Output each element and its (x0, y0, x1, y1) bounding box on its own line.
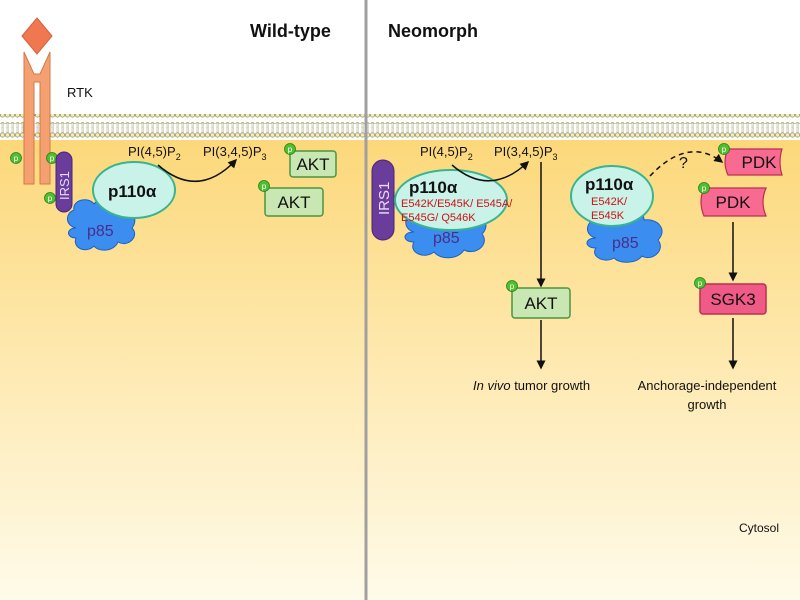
phospho-icon: p (698, 182, 710, 194)
svg-text:p: p (262, 182, 267, 191)
rtk-receptor (21, 17, 53, 185)
svg-text:p: p (510, 282, 515, 291)
pip3-label: PI(3,4,5)P3 (203, 144, 267, 162)
outcome-anchorage-line2: growth (687, 397, 726, 412)
cytosol-label: Cytosol (739, 521, 779, 535)
cell-membrane (0, 114, 800, 142)
svg-text:p: p (722, 145, 727, 154)
svg-text:p: p (48, 194, 53, 203)
svg-text:p: p (14, 154, 19, 163)
outcome-anchorage-line1: Anchorage-independent (638, 378, 777, 393)
akt-box: AKT (264, 187, 324, 217)
mutation-list-pdk: E542K/ (591, 196, 628, 208)
phospho-icon: p (284, 143, 296, 155)
phospho-icon: p (694, 277, 706, 289)
extracellular-space (0, 0, 800, 122)
phospho-icon: p (44, 192, 56, 204)
outcome-tumor-growth: In vivo tumor growth (473, 378, 590, 393)
svg-text:p: p (50, 154, 55, 163)
svg-text:IRS1: IRS1 (376, 182, 393, 215)
svg-text:p85: p85 (612, 235, 639, 252)
svg-text:SGK3: SGK3 (710, 290, 755, 309)
title-neomorph: Neomorph (388, 21, 478, 41)
svg-text:IRS1: IRS1 (57, 171, 72, 200)
mutation-list-pdk: E545K (591, 210, 625, 222)
pip2-label: PI(4,5)P2 (128, 144, 181, 162)
uncertain-mark: ? (679, 155, 688, 172)
pdk-box: PDK (700, 187, 767, 217)
p110-alpha-subunit: p110α (92, 161, 176, 219)
p110-alpha-mutant-pdk: p110α (570, 165, 654, 227)
svg-text:p85: p85 (433, 230, 460, 247)
uncertain-activation-arrow (649, 151, 724, 177)
phospho-icon: p (506, 280, 518, 292)
svg-text:AKT: AKT (296, 155, 329, 174)
svg-text:PDK: PDK (716, 193, 752, 212)
phospho-icon: p (258, 180, 270, 192)
svg-text:PDK: PDK (742, 153, 778, 172)
mutation-list-akt: E545G/ Q546K (401, 212, 476, 224)
pip-conversion-arrow (451, 160, 530, 182)
pip2-label: PI(4,5)P2 (420, 144, 473, 162)
svg-text:p110α: p110α (585, 175, 634, 194)
svg-text:p: p (702, 184, 707, 193)
svg-text:p: p (288, 145, 293, 154)
svg-text:p110α: p110α (409, 178, 458, 197)
pip-conversion-arrow (157, 158, 238, 182)
pdk-box: PDK (724, 148, 783, 176)
irs1-adaptor: IRS1 (371, 159, 395, 241)
phospho-icon: p (10, 152, 22, 164)
title-wild-type: Wild-type (250, 21, 331, 41)
rtk-label: RTK (67, 85, 93, 100)
akt-box: AKT (289, 150, 337, 178)
svg-text:p: p (698, 279, 703, 288)
svg-text:AKT: AKT (277, 193, 310, 212)
mutation-list-akt: E542K/E545K/ E545A/ (401, 198, 513, 210)
phospho-icon: p (718, 143, 730, 155)
irs1-adaptor: IRS1 (55, 151, 73, 213)
svg-text:p85: p85 (87, 223, 114, 240)
akt-box: AKT (511, 287, 571, 319)
pip3-label: PI(3,4,5)P3 (494, 144, 558, 162)
svg-text:p110α: p110α (108, 182, 157, 201)
p110-alpha-mutant-akt: p110α (394, 169, 508, 231)
svg-text:AKT: AKT (524, 294, 557, 313)
sgk3-box: SGK3 (699, 283, 767, 315)
